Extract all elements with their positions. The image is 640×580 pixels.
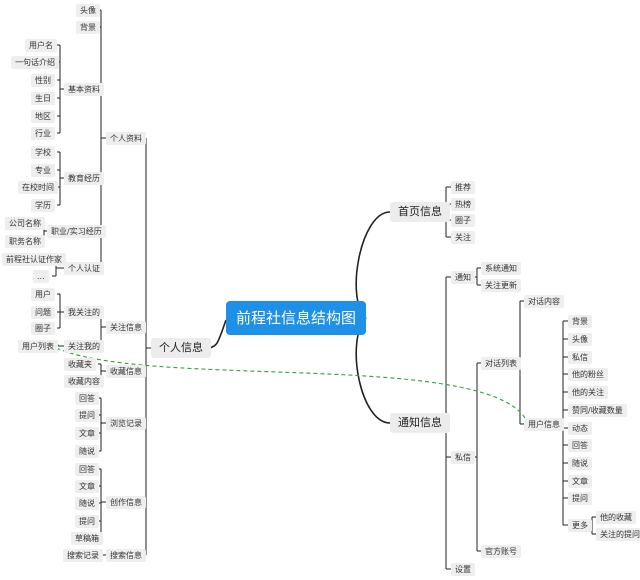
message-dialog-list[interactable]: 对话列表 xyxy=(481,357,521,370)
basic-item[interactable]: 性别 xyxy=(31,74,55,87)
dialog-content[interactable]: 对话内容 xyxy=(524,295,564,308)
basic-item[interactable]: 行业 xyxy=(31,127,55,140)
browse-item[interactable]: 回答 xyxy=(75,392,99,405)
career-item[interactable]: 公司名称 xyxy=(5,217,45,230)
following-item[interactable]: 问题 xyxy=(31,306,55,319)
profile-avatar[interactable]: 头像 xyxy=(76,4,100,17)
user-info-item[interactable]: 私信 xyxy=(568,351,592,364)
more-item[interactable]: 关注的提问 xyxy=(596,528,640,541)
collect-item[interactable]: 收藏内容 xyxy=(64,375,104,388)
browse-item[interactable]: 提问 xyxy=(75,409,99,422)
message-official[interactable]: 官方账号 xyxy=(481,545,521,558)
education-item[interactable]: 学校 xyxy=(31,146,55,159)
profile-education[interactable]: 教育经历 xyxy=(64,172,104,185)
personal-collect[interactable]: 收藏信息 xyxy=(106,365,146,378)
create-item[interactable]: 提问 xyxy=(75,515,99,528)
user-info-item[interactable]: 他的粉丝 xyxy=(568,368,608,381)
education-item[interactable]: 在校时间 xyxy=(18,181,58,194)
user-info-item[interactable]: 背景 xyxy=(568,315,592,328)
follow-followers[interactable]: 关注我的 xyxy=(64,340,104,353)
notify-item[interactable]: 关注更新 xyxy=(481,279,521,292)
branch-personal[interactable]: 个人信息 xyxy=(151,338,211,358)
root-node[interactable]: 前程社信息结构图 xyxy=(226,301,366,335)
more-item[interactable]: 他的收藏 xyxy=(596,511,636,524)
personal-search[interactable]: 搜索信息 xyxy=(106,549,146,562)
user-info-item[interactable]: 回答 xyxy=(568,439,592,452)
browse-item[interactable]: 文章 xyxy=(75,427,99,440)
home-item[interactable]: 推荐 xyxy=(451,181,475,194)
branch-homepage[interactable]: 首页信息 xyxy=(390,202,450,222)
following-item[interactable]: 用户 xyxy=(31,288,55,301)
create-item[interactable]: 回答 xyxy=(75,463,99,476)
create-item[interactable]: 文章 xyxy=(75,480,99,493)
user-info-item[interactable]: 文章 xyxy=(568,475,592,488)
profile-career[interactable]: 职业/实习经历 xyxy=(47,225,106,238)
education-item[interactable]: 专业 xyxy=(31,164,55,177)
user-info-item[interactable]: 提问 xyxy=(568,492,592,505)
personal-browse[interactable]: 浏览记录 xyxy=(106,417,146,430)
notice-message[interactable]: 私信 xyxy=(451,451,475,464)
home-item[interactable]: 关注 xyxy=(451,231,475,244)
basic-item[interactable]: 一句话介绍 xyxy=(11,56,59,69)
following-item[interactable]: 圈子 xyxy=(31,322,55,335)
notify-item[interactable]: 系统通知 xyxy=(481,262,521,275)
create-item[interactable]: 随说 xyxy=(75,497,99,510)
basic-item[interactable]: 用户名 xyxy=(25,39,57,52)
follow-following[interactable]: 我关注的 xyxy=(64,306,104,319)
home-item[interactable]: 圈子 xyxy=(451,214,475,227)
create-item[interactable]: 草稿箱 xyxy=(71,532,103,545)
user-info-item[interactable]: 头像 xyxy=(568,333,592,346)
career-item[interactable]: 职务名称 xyxy=(5,235,45,248)
notice-notify[interactable]: 通知 xyxy=(451,271,475,284)
user-info-more[interactable]: 更多 xyxy=(568,519,592,532)
profile-basic[interactable]: 基本资料 xyxy=(64,83,104,96)
profile-certify[interactable]: 个人认证 xyxy=(64,262,104,275)
certify-item[interactable]: 前程社认证作家 xyxy=(2,253,66,266)
education-item[interactable]: 学历 xyxy=(31,199,55,212)
user-info-item[interactable]: 他的关注 xyxy=(568,386,608,399)
collect-item[interactable]: 收藏夹 xyxy=(64,358,96,371)
personal-follow[interactable]: 关注信息 xyxy=(106,321,146,334)
user-info-item[interactable]: 动态 xyxy=(568,422,592,435)
association-link xyxy=(51,345,526,419)
browse-item[interactable]: 随说 xyxy=(75,445,99,458)
profile-background[interactable]: 背景 xyxy=(76,21,100,34)
notice-settings[interactable]: 设置 xyxy=(451,563,475,576)
home-item[interactable]: 热榜 xyxy=(451,198,475,211)
basic-item[interactable]: 地区 xyxy=(31,110,55,123)
followers-user-list[interactable]: 用户列表 xyxy=(18,340,58,353)
basic-item[interactable]: 生日 xyxy=(31,92,55,105)
certify-item[interactable]: ... xyxy=(33,270,49,283)
branch-notice[interactable]: 通知信息 xyxy=(390,413,450,433)
search-history[interactable]: 搜索记录 xyxy=(63,549,103,562)
user-info-item[interactable]: 赞同/收藏数量 xyxy=(568,404,627,417)
dialog-user-info[interactable]: 用户信息 xyxy=(524,418,564,431)
user-info-item[interactable]: 随说 xyxy=(568,457,592,470)
personal-create[interactable]: 创作信息 xyxy=(106,496,146,509)
personal-profile[interactable]: 个人资料 xyxy=(106,132,146,145)
